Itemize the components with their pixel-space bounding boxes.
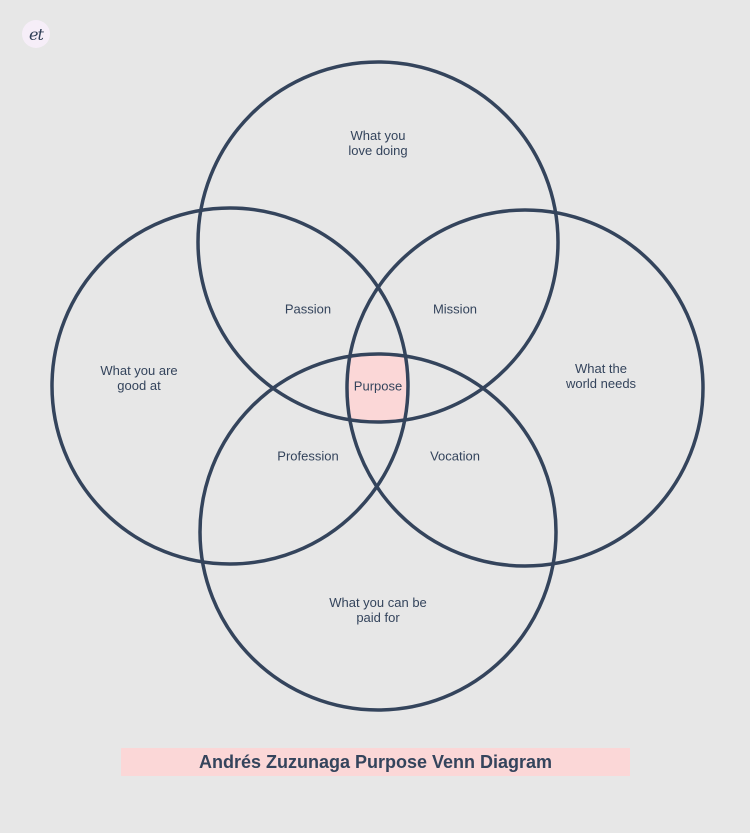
circle-world-needs [345, 208, 705, 568]
label-passion: Passion [284, 301, 332, 317]
diagram-title: Andrés Zuzunaga Purpose Venn Diagram [198, 751, 553, 772]
label-vocation: Vocation [430, 448, 480, 464]
label-world-needs: What the world needs [565, 361, 637, 391]
label-purpose: Purpose [353, 378, 403, 394]
brand-logo: et [22, 20, 50, 48]
diagram-title-bar: Andrés Zuzunaga Purpose Venn Diagram [121, 748, 630, 776]
circle-love-doing [196, 60, 560, 424]
label-profession: Profession [277, 448, 339, 464]
circle-paid-for [198, 352, 558, 712]
purpose-highlight [347, 354, 408, 422]
label-love-doing: What you love doing [348, 128, 408, 158]
circle-good-at [50, 206, 410, 566]
label-good-at: What you are good at [100, 363, 178, 393]
label-mission: Mission [432, 301, 478, 317]
label-paid-for: What you can be paid for [329, 595, 427, 625]
